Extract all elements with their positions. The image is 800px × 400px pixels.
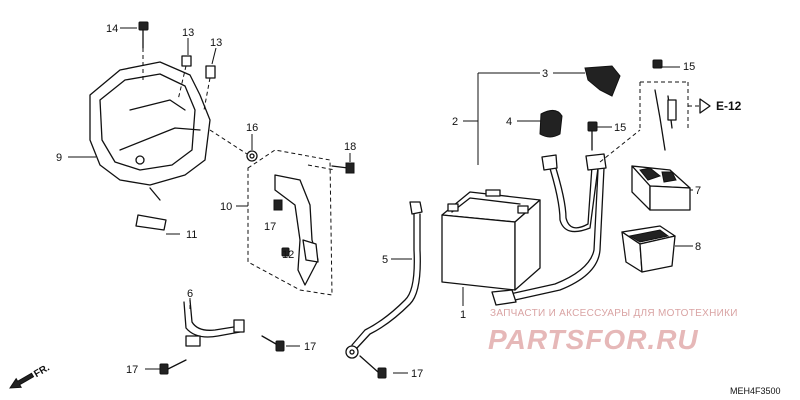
e12-reference: E-12 [688, 98, 742, 114]
diagram-code: MEH4F3500 [730, 386, 781, 396]
label-10: 10 [220, 201, 232, 213]
nut-16-part [209, 129, 258, 162]
label-16: 16 [246, 122, 258, 134]
tray-clip-part [135, 214, 180, 235]
bolt-15-lower-part [587, 121, 598, 151]
label-3: 3 [542, 68, 548, 80]
label-17-left: 17 [126, 364, 138, 376]
label-17-right: 17 [411, 368, 423, 380]
label-15-lower: 15 [614, 122, 626, 134]
front-label: FR. [32, 362, 52, 380]
bolt-17-parts [159, 247, 387, 379]
label-18: 18 [344, 141, 356, 153]
label-15-upper: 15 [683, 61, 695, 73]
relay-group [599, 59, 691, 211]
cable-6-part [183, 298, 245, 347]
label-12: 12 [282, 249, 294, 261]
label-17-inner: 17 [264, 221, 276, 233]
label-14: 14 [106, 23, 118, 35]
label-9: 9 [56, 152, 62, 164]
front-direction-arrow: FR. [9, 362, 52, 389]
cable-5-part [345, 201, 423, 359]
bracket-group-10 [247, 149, 336, 296]
watermark: ЗАПЧАСТИ И АКСЕССУАРЫ ДЛЯ МОТОТЕХНИКИ PA… [488, 308, 738, 355]
label-13b: 13 [210, 37, 222, 49]
watermark-line2: PARTSFOR.RU [488, 324, 699, 355]
clip-13-parts [177, 55, 216, 111]
battery-part [441, 189, 541, 291]
label-8: 8 [695, 241, 701, 253]
reference-label: E-12 [716, 99, 742, 113]
terminal-cover-3-part [584, 65, 621, 97]
label-7: 7 [695, 185, 701, 197]
label-6: 6 [187, 288, 193, 300]
leader-lines [68, 27, 693, 374]
label-1: 1 [460, 309, 466, 321]
label-11: 11 [186, 229, 197, 241]
terminal-cover-4-part [539, 110, 563, 138]
label-13a: 13 [182, 27, 194, 39]
watermark-line1: ЗАПЧАСТИ И АКСЕССУАРЫ ДЛЯ МОТОТЕХНИКИ [490, 308, 738, 319]
relay-cover-8-part [621, 225, 676, 273]
battery-tray-part [89, 61, 211, 201]
label-5: 5 [382, 254, 388, 266]
label-2: 2 [452, 116, 458, 128]
positive-cable-part [491, 153, 607, 306]
label-17-mid: 17 [304, 341, 316, 353]
label-4: 4 [506, 116, 512, 128]
bolt-14-part [138, 21, 149, 80]
bolt-18-part [331, 162, 355, 174]
